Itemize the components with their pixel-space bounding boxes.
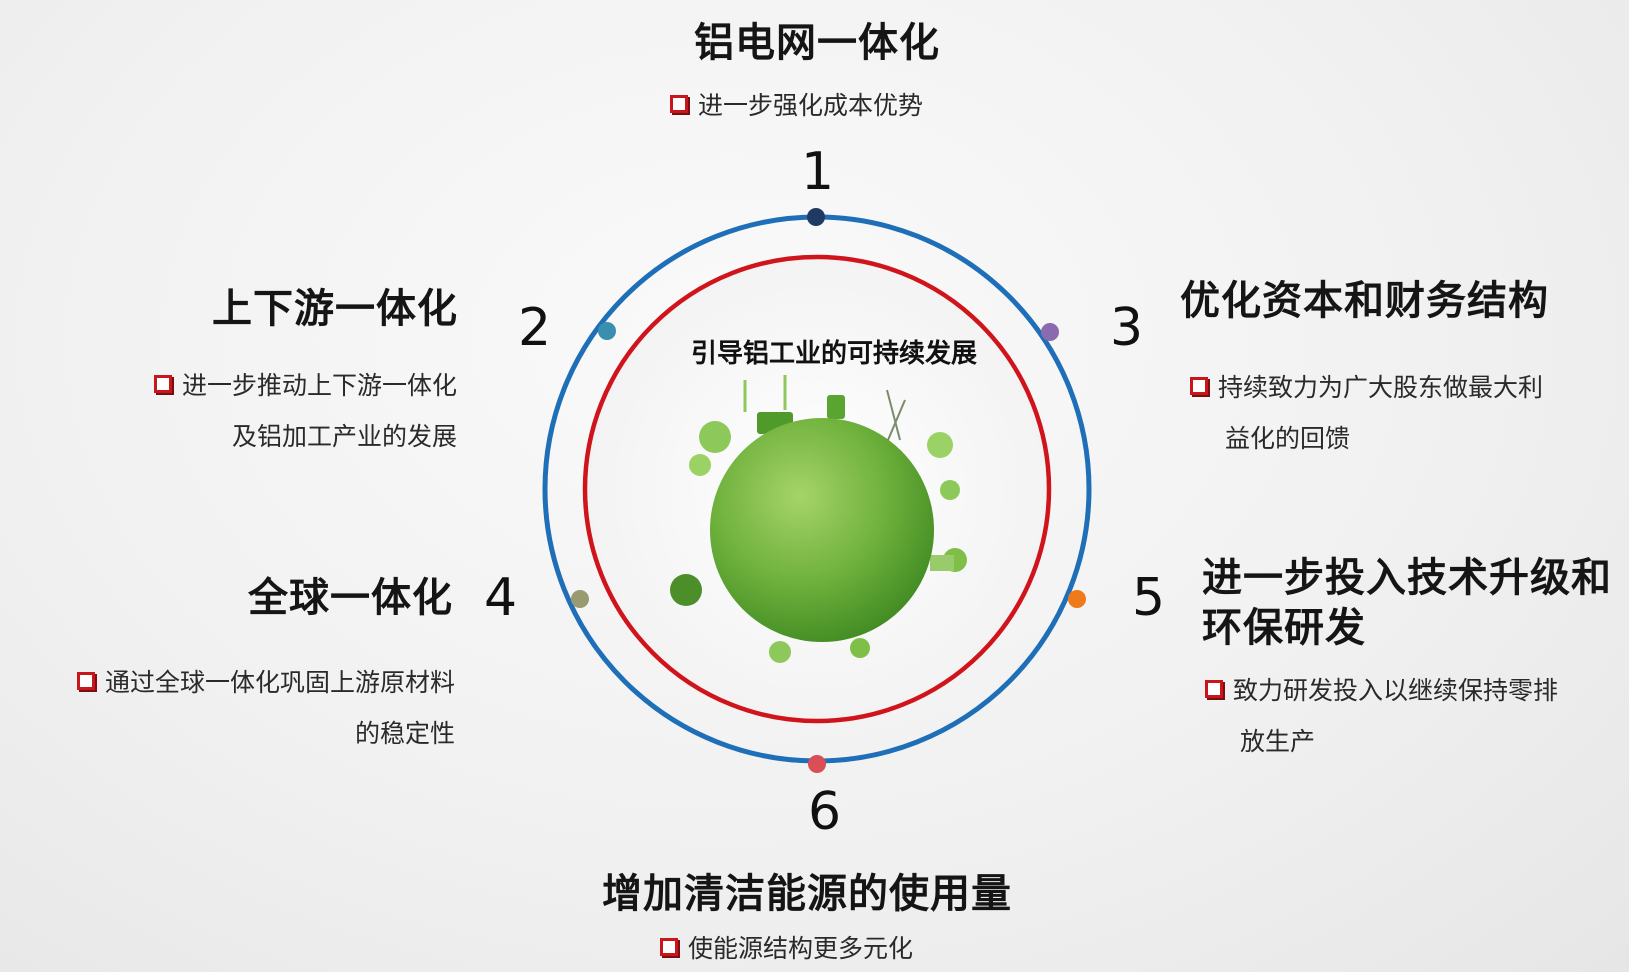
- globe: [710, 418, 934, 642]
- item-5-number: 5: [1132, 568, 1166, 628]
- dot-6: [808, 755, 826, 773]
- item-1-number: 1: [801, 142, 835, 202]
- bullet-box-icon: [76, 672, 95, 690]
- item-3-title: 优化资本和财务结构: [1180, 278, 1549, 324]
- item-1-title: 铝电网一体化: [694, 20, 940, 66]
- item-3-number: 3: [1110, 298, 1144, 358]
- dot-1: [807, 208, 825, 226]
- eco-illustration: [670, 375, 967, 663]
- item-4-bullet: 通过全球一体化巩固上游原材料 的稳定性: [10, 657, 455, 759]
- item-5-bullet: 致力研发投入以继续保持零排 放生产: [1205, 665, 1615, 767]
- item-1-bullet: 进一步强化成本优势: [670, 80, 923, 131]
- dot-2: [598, 322, 616, 340]
- item-2-bullet: 进一步推动上下游一体化 及铝加工产业的发展: [80, 360, 457, 462]
- dot-3: [1041, 323, 1059, 341]
- item-4-title: 全球一体化: [248, 575, 453, 621]
- item-6-number: 6: [808, 782, 842, 842]
- item-6-title: 增加清洁能源的使用量: [602, 871, 1012, 917]
- center-caption: 引导铝工业的可持续发展: [690, 339, 977, 369]
- item-2-title: 上下游一体化: [212, 286, 458, 332]
- bullet-box-icon: [1205, 680, 1223, 698]
- dot-4: [571, 590, 589, 608]
- bullet-box-icon: [153, 375, 172, 393]
- bullet-box-icon: [660, 938, 678, 956]
- item-5-title: 进一步投入技术升级和 环保研发: [1202, 555, 1612, 651]
- bullet-box-icon: [670, 95, 688, 113]
- item-6-bullet: 使能源结构更多元化: [660, 930, 913, 968]
- item-2-number: 2: [518, 298, 552, 358]
- item-4-number: 4: [484, 568, 518, 628]
- bullet-box-icon: [1190, 377, 1208, 395]
- item-3-bullet: 持续致力为广大股东做最大利 益化的回馈: [1190, 362, 1610, 464]
- dot-5: [1068, 590, 1086, 608]
